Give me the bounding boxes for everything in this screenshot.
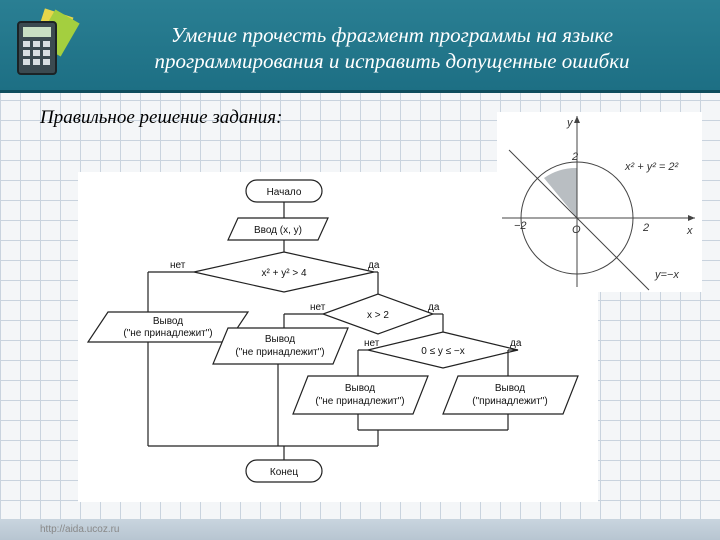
input-label: Ввод (x, y)	[254, 225, 302, 236]
origin-label: O	[572, 224, 581, 236]
output4-line1: Вывод	[495, 383, 525, 394]
circle-equation: x² + y² = 2²	[624, 161, 679, 173]
output-node-3	[293, 376, 428, 414]
solution-label: Правильное решение задания:	[40, 107, 282, 129]
tick-pos-x: 2	[642, 222, 649, 234]
output1-line2: ("не принадлежит")	[123, 328, 212, 339]
shaded-region	[544, 168, 577, 218]
cond3-no-label: нет	[364, 338, 380, 349]
output1-line1: Вывод	[153, 316, 183, 327]
output3-line2: ("не принадлежит")	[315, 396, 404, 407]
calculator-books-icon	[10, 8, 80, 80]
output-node-4	[443, 376, 578, 414]
x-axis-label: x	[686, 225, 693, 237]
cond2-yes-label: да	[428, 302, 440, 313]
tick-neg-x: −2	[514, 220, 527, 232]
cond1-no-label: нет	[170, 260, 186, 271]
cond3-label: 0 ≤ y ≤ −x	[421, 346, 465, 357]
output3-line1: Вывод	[345, 383, 375, 394]
output2-line1: Вывод	[265, 334, 295, 345]
output2-line2: ("не принадлежит")	[235, 347, 324, 358]
y-axis-label: y	[566, 117, 574, 129]
output4-line2: ("принадлежит")	[472, 396, 547, 407]
tick-pos-y: 2	[571, 151, 578, 163]
slide-header: Умение прочесть фрагмент программы на яз…	[0, 0, 720, 93]
cond3-yes-label: да	[510, 338, 522, 349]
region-graph: y x O 2 2 −2 x² + y² = 2² y=−x	[497, 112, 702, 292]
start-label: Начало	[267, 187, 302, 198]
end-label: Конец	[270, 467, 298, 478]
region-graph-panel: y x O 2 2 −2 x² + y² = 2² y=−x	[497, 112, 702, 292]
line-equation: y=−x	[654, 269, 679, 281]
cond1-label: x² + y² > 4	[261, 268, 306, 279]
footer-url[interactable]: http://aida.ucoz.ru	[40, 524, 120, 535]
slide-title-line2: программирования и исправить допущенные …	[72, 48, 712, 74]
cond1-yes-label: да	[368, 260, 380, 271]
cond2-label: x > 2	[367, 310, 389, 321]
slide-title-line1: Умение прочесть фрагмент программы на яз…	[72, 22, 712, 48]
slide-title: Умение прочесть фрагмент программы на яз…	[72, 22, 712, 74]
cond2-no-label: нет	[310, 302, 326, 313]
